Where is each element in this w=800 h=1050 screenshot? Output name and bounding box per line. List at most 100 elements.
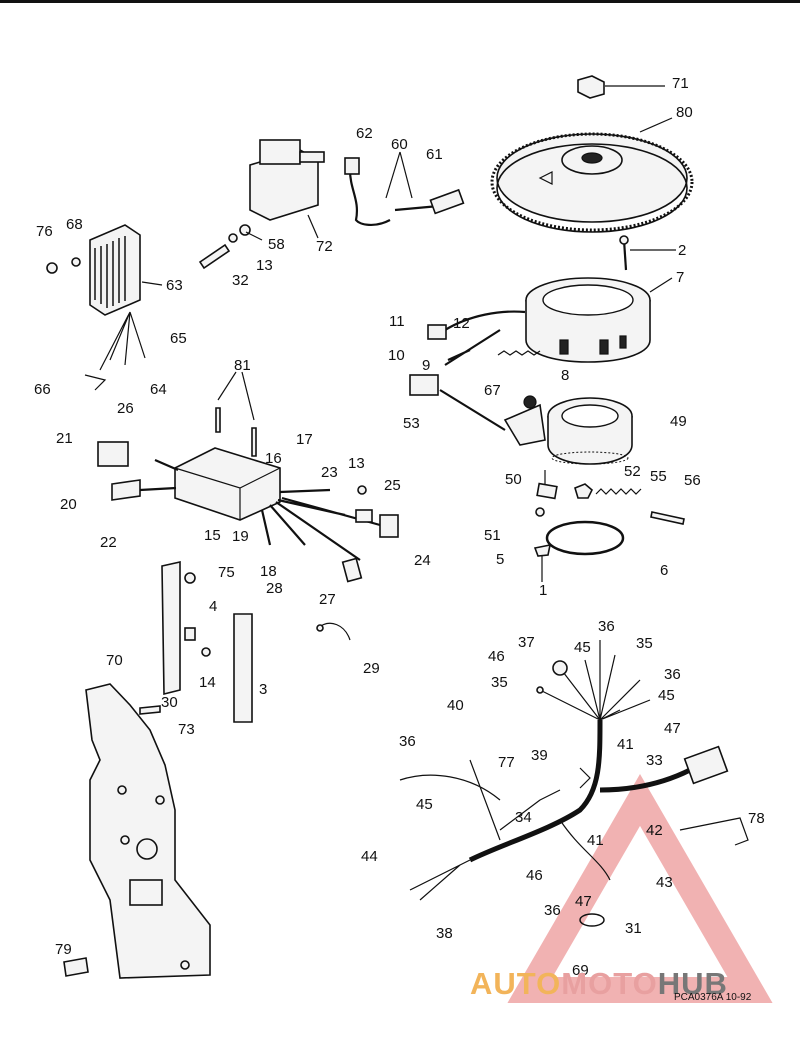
callout-66: 66 [34, 381, 51, 398]
callout-36-top: 36 [598, 618, 615, 635]
callout-33: 33 [646, 752, 663, 769]
watermark-part-1: AUTO [470, 966, 562, 1001]
callout-81: 81 [234, 357, 251, 374]
callout-21: 21 [56, 430, 73, 447]
watermark-part-3: HUB [657, 966, 728, 1001]
wire-harness-33 [399, 640, 749, 927]
callout-24: 24 [414, 552, 431, 569]
callout-30: 30 [161, 694, 178, 711]
callout-52: 52 [624, 463, 641, 480]
callout-6: 6 [660, 562, 669, 579]
callout-64: 64 [150, 381, 167, 398]
callout-47-bottom: 47 [575, 893, 592, 910]
callout-11: 11 [389, 313, 405, 330]
callout-41-bottom: 41 [587, 832, 604, 849]
callout-7: 7 [676, 269, 685, 286]
ignition-coil-72 [249, 139, 325, 221]
power-pack-15 [174, 447, 281, 521]
callout-18: 18 [260, 563, 277, 580]
callout-39: 39 [531, 747, 548, 764]
callout-29: 29 [363, 660, 380, 677]
callout-12: 12 [453, 315, 470, 332]
callout-2: 2 [678, 242, 687, 259]
callout-27: 27 [319, 591, 336, 608]
watermark-part-2: MOTO [561, 966, 658, 1001]
callout-50: 50 [505, 471, 522, 488]
callout-65: 65 [170, 330, 187, 347]
callout-32: 32 [232, 272, 249, 289]
callout-77: 77 [498, 754, 515, 771]
callout-43: 43 [656, 874, 673, 891]
timer-base-49 [547, 397, 633, 465]
callout-35-right: 35 [636, 635, 653, 652]
callout-38: 38 [436, 925, 453, 942]
callout-45-left: 45 [416, 796, 433, 813]
callout-40: 40 [447, 697, 464, 714]
callout-62: 62 [356, 125, 373, 142]
callout-13-pack: 13 [348, 455, 365, 472]
callout-26: 26 [117, 400, 134, 417]
watermark-triangle [507, 774, 773, 1003]
callout-68: 68 [66, 216, 83, 233]
callout-25: 25 [384, 477, 401, 494]
callout-37: 37 [518, 634, 535, 651]
callout-79: 79 [55, 941, 72, 958]
callout-4: 4 [209, 598, 218, 615]
callout-31: 31 [625, 920, 642, 937]
callout-42: 42 [646, 822, 663, 839]
callout-35-left: 35 [491, 674, 508, 691]
callout-36-right: 36 [664, 666, 681, 683]
callout-19: 19 [232, 528, 249, 545]
callout-14: 14 [199, 674, 216, 691]
callout-47-top: 47 [664, 720, 681, 737]
callout-34: 34 [515, 809, 532, 826]
callout-51: 51 [484, 527, 501, 544]
callout-45-right: 45 [658, 687, 675, 704]
callout-44: 44 [361, 848, 378, 865]
callout-20: 20 [60, 496, 77, 513]
callout-5: 5 [496, 551, 505, 568]
callout-63: 63 [166, 277, 183, 294]
nut-71 [577, 75, 605, 99]
mounting-plate-73 [85, 683, 211, 979]
callout-71: 71 [672, 75, 689, 92]
callout-56: 56 [684, 472, 701, 489]
callout-10: 10 [388, 347, 405, 364]
callout-9: 9 [422, 357, 431, 374]
callout-15: 15 [204, 527, 221, 544]
callout-72: 72 [316, 238, 333, 255]
callout-23: 23 [321, 464, 338, 481]
callout-70: 70 [106, 652, 123, 669]
watermark-logo: AUTOMOTOHUB [470, 968, 728, 999]
callout-22: 22 [100, 534, 117, 551]
drawing-code: PCA0376A 10-92 [674, 992, 752, 1003]
callout-46-bottom: 46 [526, 867, 543, 884]
callout-61: 61 [426, 146, 443, 163]
callout-75: 75 [218, 564, 235, 581]
callout-55: 55 [650, 468, 667, 485]
top-border [0, 0, 800, 3]
callout-76: 76 [36, 223, 53, 240]
callout-46-top: 46 [488, 648, 505, 665]
callout-60: 60 [391, 136, 408, 153]
rectifier-63 [89, 224, 141, 316]
callout-58: 58 [268, 236, 285, 253]
callout-36-left: 36 [399, 733, 416, 750]
callout-45-top: 45 [574, 639, 591, 656]
callout-41-top: 41 [617, 736, 634, 753]
callout-16: 16 [265, 450, 282, 467]
stator-7 [525, 277, 651, 363]
callout-78: 78 [748, 810, 765, 827]
callout-36-bottom: 36 [544, 902, 561, 919]
callout-53: 53 [403, 415, 420, 432]
flywheel-80 [490, 132, 694, 233]
callout-80: 80 [676, 104, 693, 121]
callout-73: 73 [178, 721, 195, 738]
callout-8: 8 [561, 367, 570, 384]
callout-69: 69 [572, 962, 589, 979]
callout-17: 17 [296, 431, 313, 448]
callout-67: 67 [484, 382, 501, 399]
callout-13-coil: 13 [256, 257, 273, 274]
